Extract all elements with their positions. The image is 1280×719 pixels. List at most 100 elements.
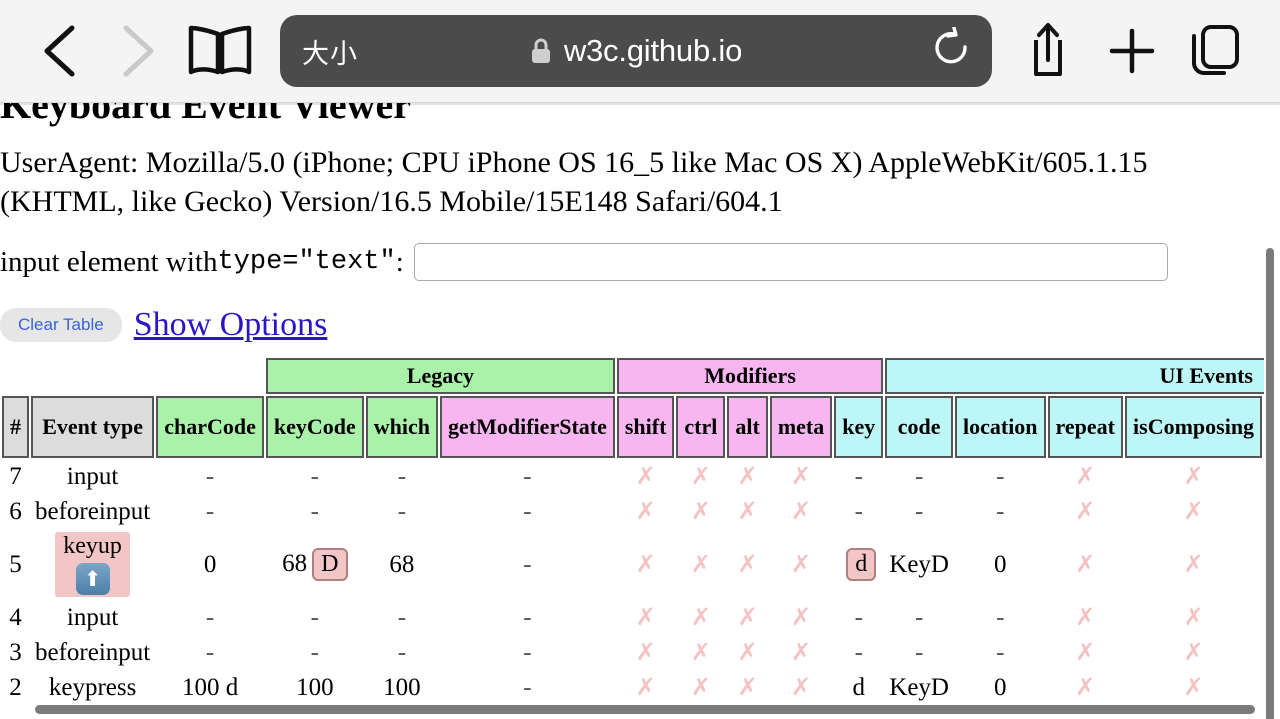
false-mark-icon: ✗ [690,497,711,525]
cell-location: 0 [994,550,1007,578]
cell-charCode: 100 d [181,673,239,701]
address-bar-url: w3c.github.io [563,33,743,68]
column-header-getmodifierstate[interactable]: getModifierState [440,396,615,458]
column-header-code[interactable]: code [885,396,953,458]
false-mark-icon: ✗ [1075,462,1096,490]
false-mark-icon: ✗ [635,550,656,578]
column-header-which[interactable]: which [365,396,439,458]
page-zoom-label[interactable]: 大小 [302,38,358,70]
clear-table-button[interactable]: Clear Table [0,308,122,342]
reload-icon [935,25,967,63]
cell-charCode: - [205,603,215,631]
column-header-repeat[interactable]: repeat [1047,396,1124,458]
share-button[interactable] [1006,16,1090,86]
cell-location: - [996,462,1005,490]
cell-meta: ✗ [770,636,832,669]
column-header-shift[interactable]: shift [616,396,675,458]
demo-text-input[interactable] [413,243,1168,281]
address-bar[interactable]: 大小 w3c.github.io [280,15,992,87]
column-header-key[interactable]: key [834,396,884,458]
table-row[interactable]: 6beforeinput----✗✗✗✗---✗✗historyUndo'nul… [2,495,1264,528]
show-options-link[interactable]: Show Options [133,306,328,343]
column-header-meta[interactable]: meta [769,396,833,458]
column-header-event-type[interactable]: Event type [31,396,155,458]
horizontal-scrollbar[interactable] [35,705,1255,714]
event-type-cell: input [66,603,119,631]
cell-key: d [834,530,883,599]
cell-meta: ✗ [770,495,832,528]
false-mark-icon: ✗ [1183,603,1204,631]
input-label-prefix: input element with [0,245,218,278]
column-header-keycode[interactable]: keyCode [265,396,364,458]
cell-location: - [996,497,1005,525]
false-mark-icon: ✗ [737,497,758,525]
cell-code: - [914,638,924,666]
useragent-text: UserAgent: Mozilla/5.0 (iPhone; CPU iPho… [0,146,1148,218]
column-header-charcode[interactable]: charCode [156,396,264,458]
group-header-blank [2,358,264,394]
cell-shift: ✗ [617,601,675,634]
cell-location: - [996,603,1005,631]
column-header-alt[interactable]: alt [727,396,768,458]
input-label-type: type="text" [217,247,396,277]
cell-repeat: ✗ [1048,495,1123,528]
cell-meta: ✗ [770,601,832,634]
group-header-modifiers: Modifiers [616,358,884,394]
vertical-scrollbar[interactable] [1266,248,1274,719]
address-bar-center: w3c.github.io [280,33,992,69]
false-mark-icon: ✗ [791,462,812,490]
cell-keyCode: - [310,462,319,490]
group-header-legacy: Legacy [265,358,615,394]
cell-ctrl: ✗ [676,601,725,634]
cell-which: 68 [389,550,415,578]
cell-ctrl: ✗ [676,530,725,599]
bookmarks-button[interactable] [174,16,266,86]
column-header-[interactable]: # [2,396,29,458]
input-demo-row: input element with type="text": [0,243,1168,281]
cell-isComposing: ✗ [1125,671,1262,701]
key-chip: d [846,548,877,581]
cell-getModifierState: - [523,673,532,701]
forward-button[interactable] [98,16,174,86]
browser-toolbar: 大小 w3c.github.io [0,0,1280,103]
false-mark-icon: ✗ [737,673,758,701]
false-mark-icon: ✗ [690,603,711,631]
reload-button[interactable] [932,25,972,76]
false-mark-icon: ✗ [690,673,711,701]
cell-code: - [914,603,924,631]
false-mark-icon: ✗ [1075,673,1096,701]
event-type-cell: beforeinput [35,638,151,666]
false-mark-icon: ✗ [635,603,656,631]
cell-isComposing: ✗ [1125,530,1262,599]
events-table-body: 7input----✗✗✗✗---✗✗historyUndo'null'''6b… [2,460,1264,701]
false-mark-icon: ✗ [791,550,812,578]
chevron-right-icon [123,25,154,77]
false-mark-icon: ✗ [1075,638,1096,666]
column-header-location[interactable]: location [954,396,1046,458]
back-button[interactable] [22,16,98,86]
false-mark-icon: ✗ [635,462,656,490]
cell-key: - [854,603,863,631]
column-header-ctrl[interactable]: ctrl [676,396,726,458]
cell-location: 0 [994,673,1007,701]
keyup-badge: keyup⬆ [55,532,130,597]
cell-key: - [854,638,863,666]
cell-alt: ✗ [727,495,767,528]
cell-key: - [854,462,863,490]
plus-icon [1109,28,1155,74]
tabs-button[interactable] [1174,16,1258,86]
cell-ctrl: ✗ [676,460,725,493]
new-tab-button[interactable] [1090,16,1174,86]
column-header-iscomposing[interactable]: isComposing [1125,396,1263,458]
page-content: Keyboard Event Viewer UserAgent: Mozilla… [0,103,1280,719]
cell-ctrl: ✗ [676,671,725,701]
group-header-ui-events: UI Events [885,358,1264,394]
false-mark-icon: ✗ [1075,603,1096,631]
false-mark-icon: ✗ [791,603,812,631]
